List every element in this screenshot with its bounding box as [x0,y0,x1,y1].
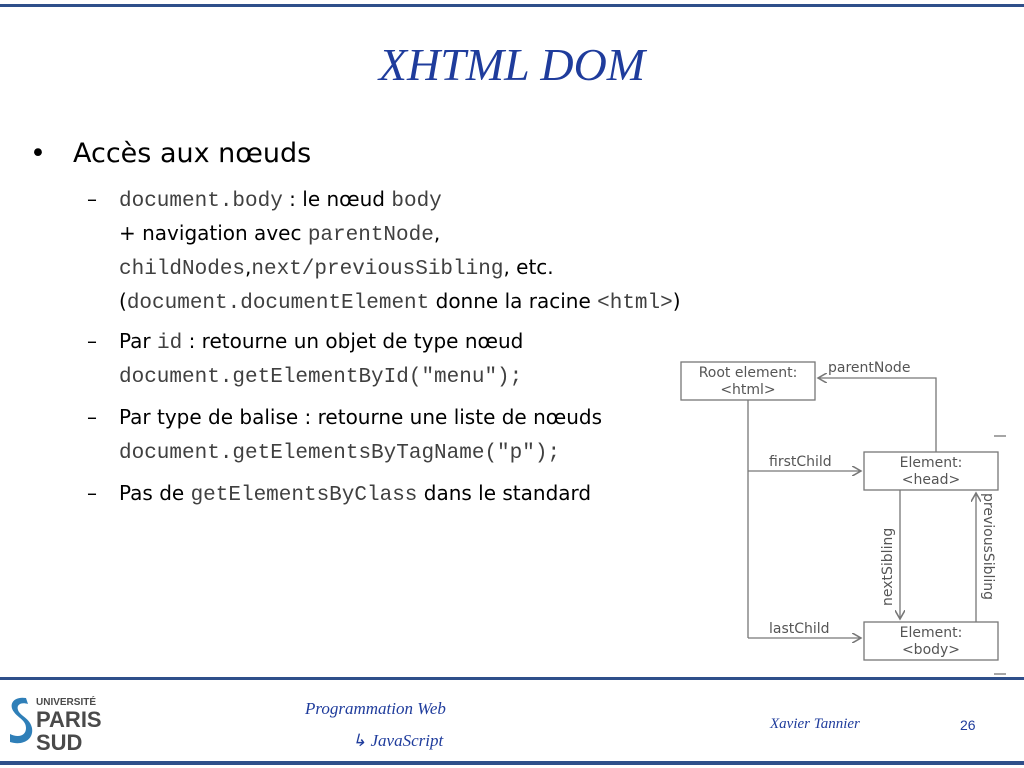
dom-tree-diagram: Root element: <html> Element: <head> Ele… [680,360,1006,675]
next-sibling-label: nextSibling [880,528,896,606]
logo-s-mark [10,697,33,744]
code: body [391,190,442,213]
head-element-box [863,451,999,491]
text: ( [119,289,127,313]
body-element-box [863,621,999,661]
text: , etc. [503,255,554,279]
root-element-box [680,361,816,401]
parent-node-label: parentNode [828,360,910,376]
university-logo: UNIVERSITÉ PARIS SUD [10,695,102,754]
code: getElementsByClass [190,484,418,507]
code: id [157,332,183,355]
footer-author: Xavier Tannier [770,716,860,732]
text: , [245,255,252,279]
text: Pas de [119,481,191,505]
code: <html> [597,292,673,315]
code: document.body [119,190,283,213]
head-label-2: <head> [902,472,960,488]
dash: – [87,405,97,429]
text: Par [119,329,157,353]
body-label-1: Element: [900,625,963,641]
slide-title: XHTML DOM [378,39,646,90]
footer-topic-label: JavaScript [370,731,444,750]
code: document.documentElement [126,292,430,315]
text: + navigation avec [119,221,308,245]
text: dans le standard [417,481,592,505]
footer-rule-top [0,677,1024,680]
footer-course: Programmation Web [305,699,446,718]
top-rule [0,4,1024,7]
first-child-label: firstChild [769,454,832,470]
text: ) [672,289,681,313]
bullet-dot: • [30,138,46,169]
code: document.getElementById("menu"); [119,366,523,389]
text: : le nœud [282,187,392,211]
dash: – [87,187,97,211]
text: Par type de balise : retourne une liste … [119,405,603,429]
page-number: 26 [960,717,976,733]
parent-node-arrow [818,378,937,452]
logo-line-1: UNIVERSITÉ [36,695,96,708]
code: childNodes [119,258,246,281]
bullet-text: Accès aux nœuds [73,138,312,169]
head-label-1: Element: [900,455,963,471]
body-label-2: <body> [902,642,960,658]
dash: – [87,481,97,505]
text: : retourne un objet de type nœud [182,329,524,353]
code: document.getElementsByTagName("p"); [119,442,561,465]
root-label-2: <html> [720,382,775,398]
text: donne la racine [429,289,598,313]
footer-rule-bottom [0,761,1024,765]
root-label-1: Root element: [699,365,798,381]
code: parentNode [307,224,434,247]
previous-sibling-label: previousSibling [980,493,996,600]
logo-line-3: SUD [36,730,82,754]
dash: – [87,329,97,353]
text: , [433,221,441,245]
logo-line-2: PARIS [36,707,102,732]
last-child-label: lastChild [769,621,830,637]
footer-topic: ↳ JavaScript [352,731,443,751]
arrow-icon: ↳ [352,731,367,750]
code: next/previousSibling [251,258,504,281]
